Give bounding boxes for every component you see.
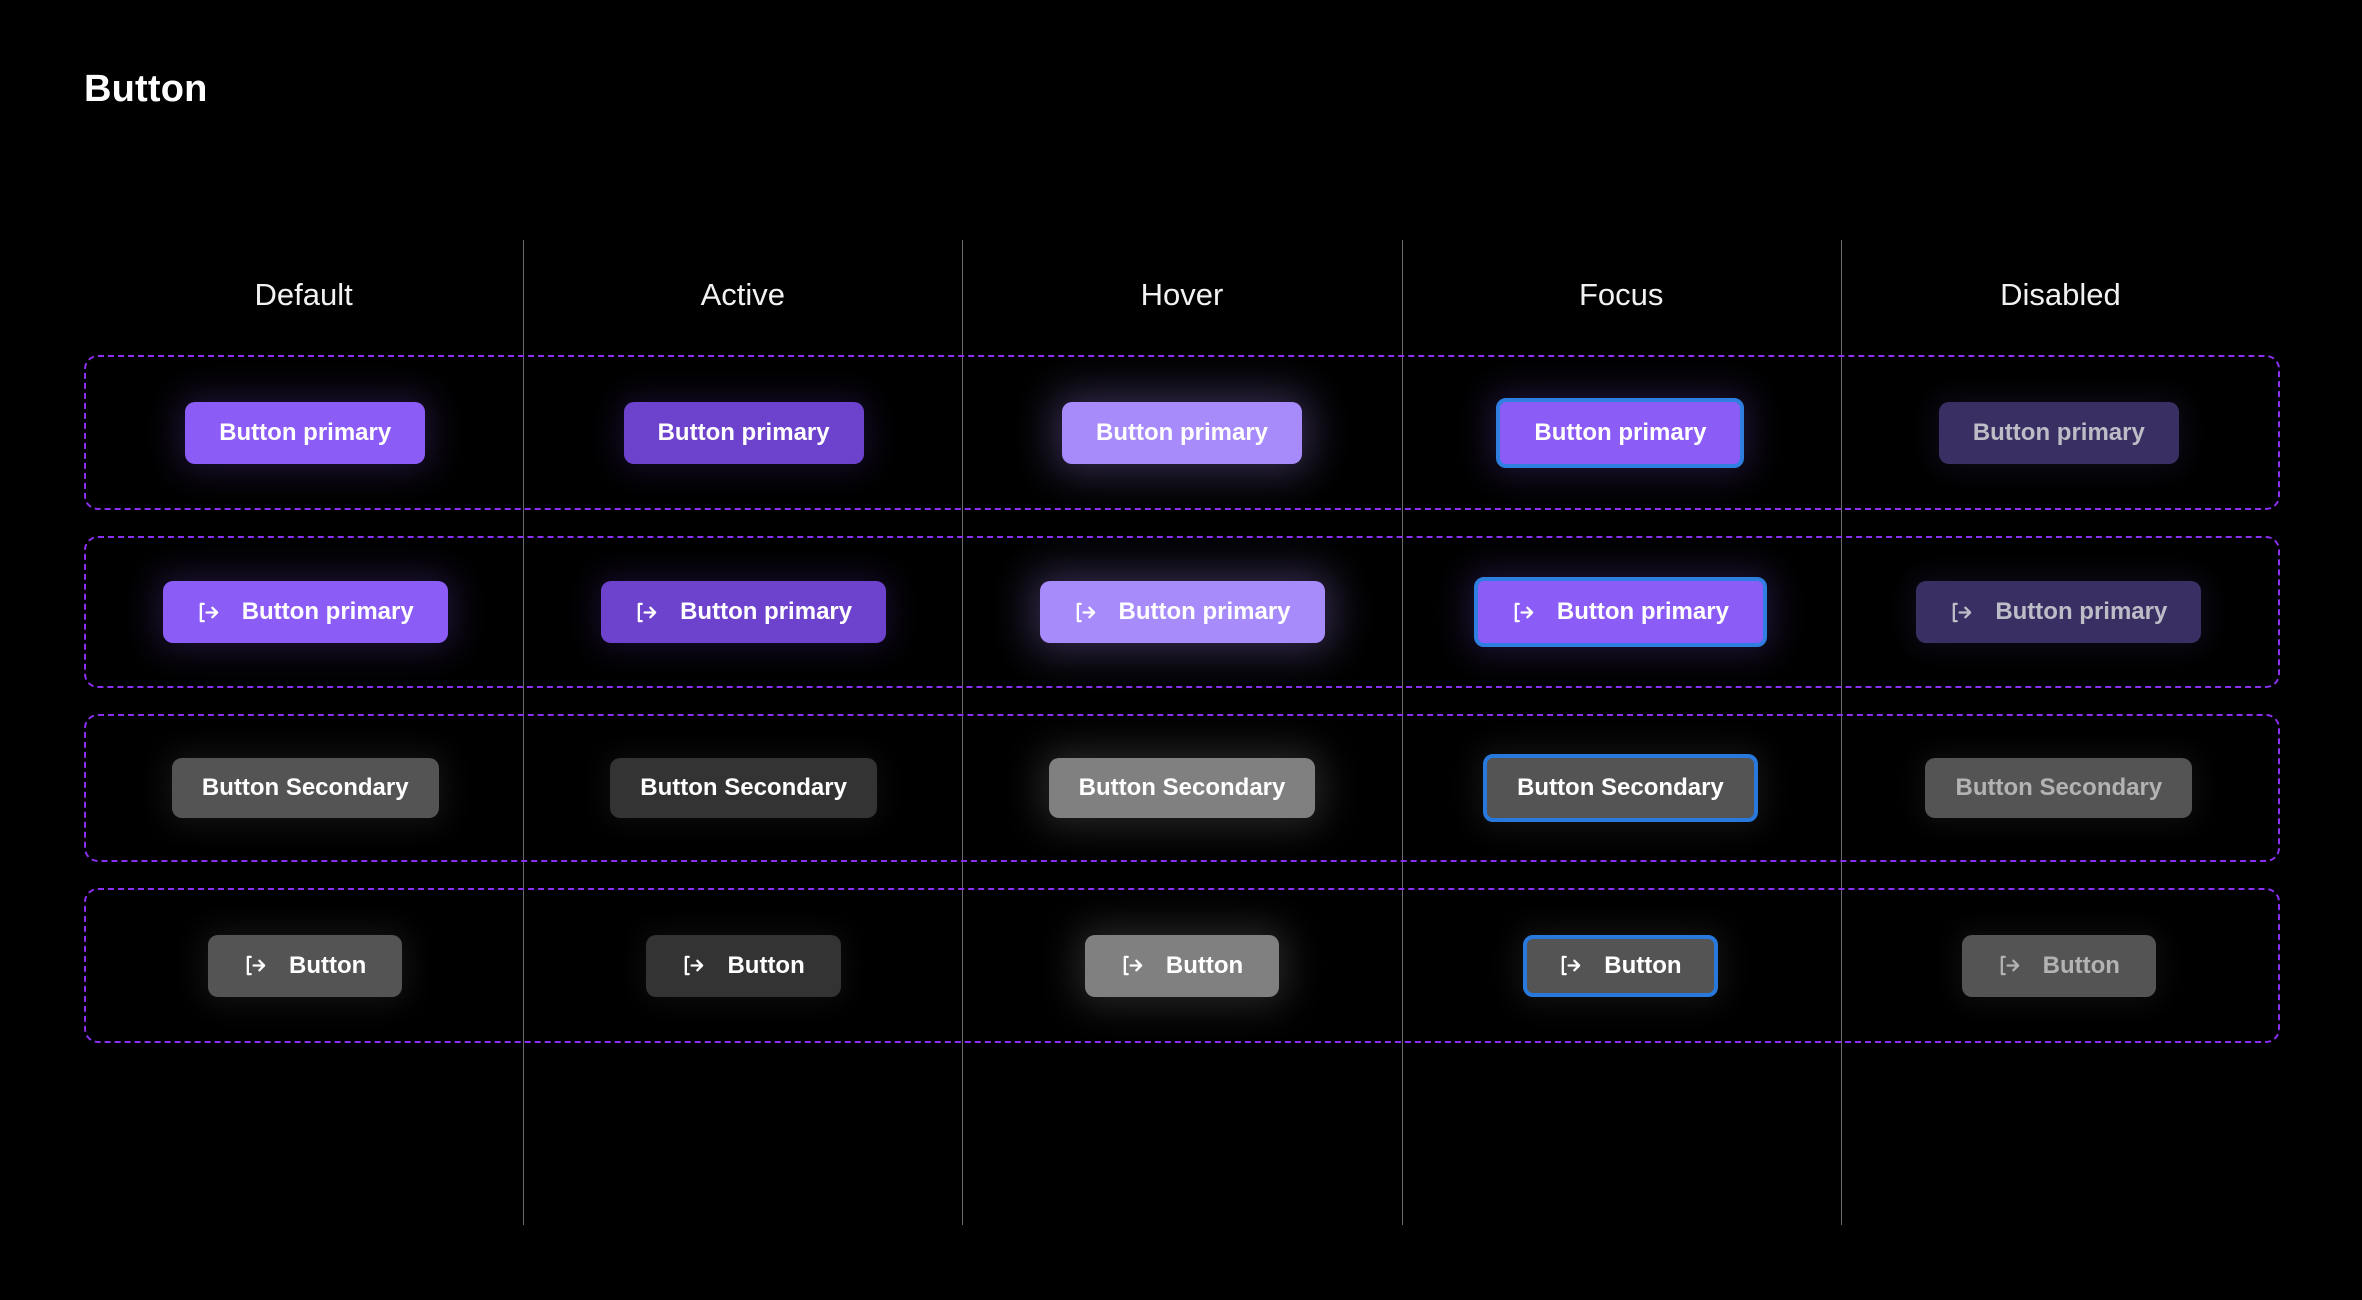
page-title: Button xyxy=(84,68,208,110)
button-label: Button Secondary xyxy=(1078,774,1286,801)
log-in-icon xyxy=(1512,601,1535,624)
button-label: Button primary xyxy=(219,418,392,446)
button-label: Button Secondary xyxy=(1955,774,2163,801)
log-in-icon xyxy=(1121,954,1144,977)
button-secondary-icon-focus[interactable]: Button xyxy=(1523,934,1718,997)
button-secondary-default[interactable]: Button Secondary xyxy=(171,758,439,818)
button-label: Button Secondary xyxy=(1517,774,1724,801)
log-in-icon xyxy=(1998,954,2021,977)
button-secondary-hover[interactable]: Button Secondary xyxy=(1048,758,1316,818)
button-primary-default[interactable]: Button primary xyxy=(185,401,426,464)
button-primary-icon-hover[interactable]: Button primary xyxy=(1039,581,1325,643)
spec-row-secondary-with-icon: Button Button xyxy=(84,888,2280,1043)
button-label: Button primary xyxy=(1556,598,1729,625)
button-label: Button xyxy=(1604,951,1682,979)
button-primary-disabled: Button primary xyxy=(1938,401,2179,464)
cell-secondary-default: Button Secondary xyxy=(86,716,524,860)
button-secondary-icon-active[interactable]: Button xyxy=(646,934,841,997)
button-label: Button primary xyxy=(241,598,414,625)
spec-row-secondary-label-only: Button Secondary Button Secondary Button… xyxy=(84,714,2280,862)
button-secondary-disabled: Button Secondary xyxy=(1925,758,2193,818)
button-primary-hover[interactable]: Button primary xyxy=(1062,401,1303,464)
button-label: Button primary xyxy=(1118,598,1291,625)
button-label: Button xyxy=(2042,951,2120,979)
cell-primary-icon-focus: Button primary xyxy=(1401,538,1839,686)
log-in-icon xyxy=(635,601,658,624)
button-secondary-icon-default[interactable]: Button xyxy=(208,934,403,997)
column-header-disabled: Disabled xyxy=(2000,277,2121,312)
cell-secondary-icon-hover: Button xyxy=(963,890,1401,1041)
button-label: Button xyxy=(727,951,805,979)
button-primary-focus[interactable]: Button primary xyxy=(1496,397,1745,468)
spec-row-primary-label-only: Button primary Button primary Button pri… xyxy=(84,355,2280,510)
specimen-rows: Button primary Button primary Button pri… xyxy=(84,355,2280,1069)
button-secondary-icon-hover[interactable]: Button xyxy=(1084,934,1280,997)
column-divider-3 xyxy=(1401,240,1403,1225)
button-label: Button primary xyxy=(1995,598,2168,625)
button-label: Button primary xyxy=(1972,418,2145,446)
cell-primary-icon-default: Button primary xyxy=(86,538,524,686)
button-primary-icon-active[interactable]: Button primary xyxy=(601,581,887,643)
spec-row-primary-with-icon: Button primary Button primary xyxy=(84,536,2280,688)
button-primary-icon-default[interactable]: Button primary xyxy=(162,581,448,643)
button-label: Button primary xyxy=(1534,418,1707,446)
log-in-icon xyxy=(197,601,220,624)
column-divider-4 xyxy=(1840,240,1842,1225)
cell-secondary-icon-default: Button xyxy=(86,890,524,1041)
button-label: Button xyxy=(1165,951,1244,979)
column-header-hover: Hover xyxy=(1140,277,1224,312)
button-label: Button Secondary xyxy=(201,774,409,801)
column-header-row: Default Active Hover Focus Disabled xyxy=(84,240,2280,350)
cell-primary-icon-active: Button primary xyxy=(524,538,962,686)
cell-secondary-icon-focus: Button xyxy=(1401,890,1839,1041)
log-in-icon xyxy=(1950,601,1973,624)
cell-secondary-icon-disabled: Button xyxy=(1840,890,2278,1041)
button-label: Button xyxy=(289,951,367,979)
cell-primary-icon-disabled: Button primary xyxy=(1840,538,2278,686)
button-label: Button primary xyxy=(657,418,830,446)
button-primary-icon-disabled: Button primary xyxy=(1916,581,2202,643)
column-header-focus: Focus xyxy=(1579,277,1664,312)
button-label: Button primary xyxy=(1096,418,1269,446)
cell-secondary-active: Button Secondary xyxy=(524,716,962,860)
column-divider-2 xyxy=(962,240,964,1225)
cell-secondary-hover: Button Secondary xyxy=(963,716,1401,860)
cell-primary-active: Button primary xyxy=(524,357,962,508)
log-in-icon xyxy=(244,954,267,977)
column-divider-1 xyxy=(523,240,525,1225)
cell-secondary-disabled: Button Secondary xyxy=(1840,716,2278,860)
cell-primary-hover: Button primary xyxy=(963,357,1401,508)
cell-secondary-icon-active: Button xyxy=(524,890,962,1041)
button-secondary-active[interactable]: Button Secondary xyxy=(610,758,877,818)
button-primary-active[interactable]: Button primary xyxy=(623,401,864,464)
specimen-grid: Default Active Hover Focus Disabled Butt… xyxy=(84,240,2280,1225)
button-secondary-icon-disabled: Button xyxy=(1961,934,2156,997)
cell-primary-focus: Button primary xyxy=(1401,357,1839,508)
cell-primary-default: Button primary xyxy=(86,357,524,508)
cell-primary-disabled: Button primary xyxy=(1840,357,2278,508)
log-in-icon xyxy=(682,954,705,977)
button-secondary-focus[interactable]: Button Secondary xyxy=(1483,754,1758,822)
button-primary-icon-focus[interactable]: Button primary xyxy=(1473,577,1767,647)
column-header-active: Active xyxy=(700,277,786,312)
cell-secondary-focus: Button Secondary xyxy=(1401,716,1839,860)
column-header-default: Default xyxy=(254,277,353,312)
log-in-icon xyxy=(1074,601,1097,624)
button-label: Button primary xyxy=(680,598,853,625)
button-label: Button Secondary xyxy=(640,774,847,801)
log-in-icon xyxy=(1559,954,1582,977)
cell-primary-icon-hover: Button primary xyxy=(963,538,1401,686)
